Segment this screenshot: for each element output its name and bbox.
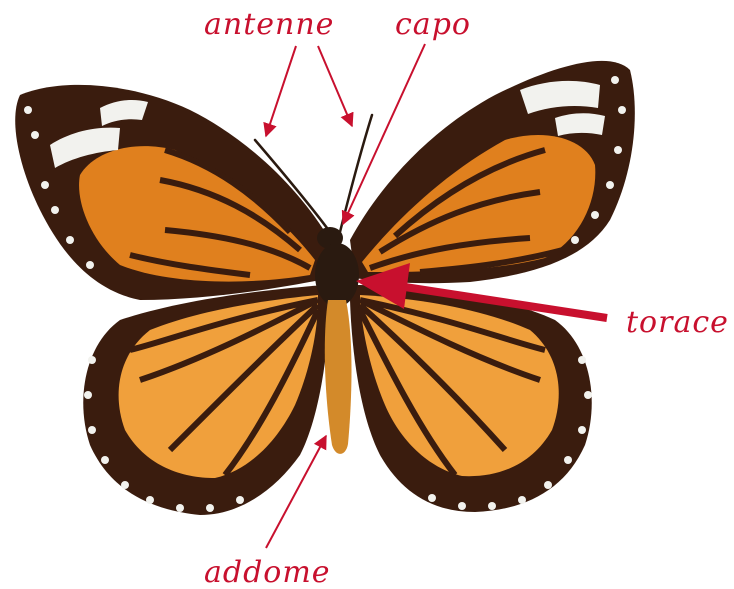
left-forewing	[15, 85, 330, 300]
label-abdomen: addome	[204, 555, 331, 589]
right-hindwing	[350, 285, 592, 512]
right-forewing	[350, 61, 635, 283]
label-head: capo	[395, 7, 471, 42]
label-thorax: torace	[626, 305, 729, 340]
thorax	[315, 243, 359, 307]
arrow-antennae-right	[318, 46, 352, 126]
left-hindwing	[83, 285, 330, 515]
abdomen	[325, 300, 352, 454]
butterfly-illustration	[15, 61, 635, 515]
arrow-antennae-left	[266, 46, 296, 136]
label-antennae: antenne	[204, 7, 334, 42]
